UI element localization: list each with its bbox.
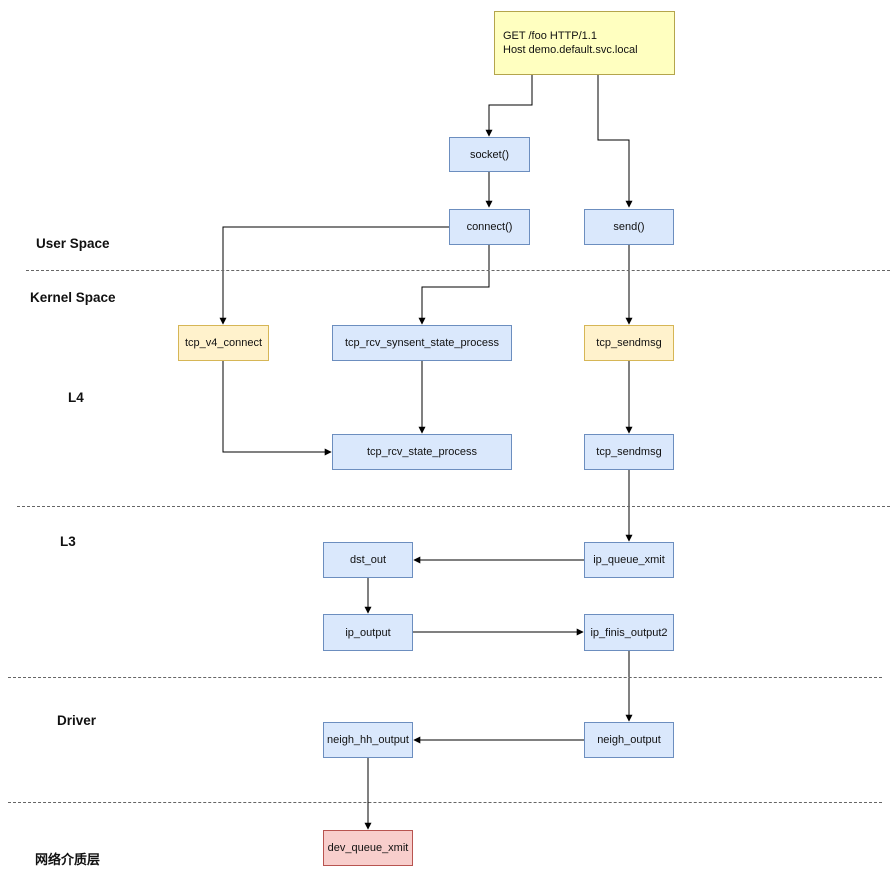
request-line: GET /foo HTTP/1.1 (503, 30, 597, 42)
node-dev-queue-xmit: dev_queue_xmit (323, 830, 413, 866)
node-neigh-hh-output: neigh_hh_output (323, 722, 413, 758)
node-ip-finis-output2: ip_finis_output2 (584, 614, 674, 651)
arrow-request-to-send (597, 75, 633, 208)
request-host: Host demo.default.svc.local (503, 44, 638, 56)
divider-l3-driver (8, 677, 882, 678)
node-tcp-sendmsg-1: tcp_sendmsg (584, 325, 674, 361)
divider-driver-network (8, 802, 882, 803)
arrow-connect-to-synsent (418, 245, 490, 325)
node-tcp-rcv-state-process: tcp_rcv_state_process (332, 434, 512, 470)
node-tcp-sendmsg-2: tcp_sendmsg (584, 434, 674, 470)
layer-label-l4: L4 (68, 390, 84, 405)
arrow-request-to-socket (485, 75, 533, 137)
arrow-tcp-v4-connect-to-state-process (222, 361, 332, 456)
node-ip-queue-xmit: ip_queue_xmit (584, 542, 674, 578)
layer-label-l3: L3 (60, 534, 76, 549)
arrow-connect-to-tcp-v4-connect (219, 226, 449, 325)
layer-label-user-space: User Space (36, 236, 110, 251)
divider-l4-l3 (17, 506, 890, 507)
node-tcp-rcv-synsent-state-process: tcp_rcv_synsent_state_process (332, 325, 512, 361)
node-dst-out: dst_out (323, 542, 413, 578)
node-connect: connect() (449, 209, 530, 245)
http-request-note: GET /foo HTTP/1.1 Host demo.default.svc.… (494, 11, 675, 75)
layer-label-network-medium: 网络介质层 (35, 852, 101, 867)
divider-user-kernel (26, 270, 890, 271)
layer-label-driver: Driver (57, 713, 97, 728)
node-tcp-v4-connect: tcp_v4_connect (178, 325, 269, 361)
node-send: send() (584, 209, 674, 245)
layer-label-kernel-space: Kernel Space (30, 290, 116, 305)
node-ip-output: ip_output (323, 614, 413, 651)
node-socket: socket() (449, 137, 530, 172)
node-neigh-output: neigh_output (584, 722, 674, 758)
